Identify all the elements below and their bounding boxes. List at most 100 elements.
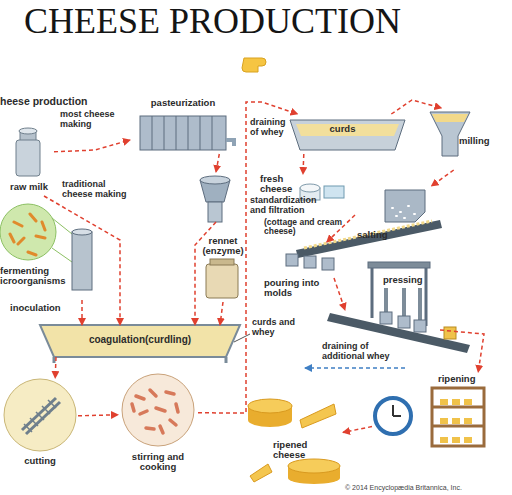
stage-label: milling (459, 136, 505, 146)
leader-line (234, 334, 250, 342)
stage-label: coagulation(curdling) (40, 335, 240, 346)
process-stage: coagulation(curdling) (40, 325, 240, 357)
edge-label: most cheese making (60, 110, 130, 129)
stage-label: fresh cheese (260, 174, 300, 195)
mill-hopper (430, 112, 470, 156)
process-arrow (220, 302, 223, 325)
process-arrow (334, 278, 345, 310)
vat (40, 325, 240, 357)
microbes (10, 214, 45, 255)
cheese-piece (250, 464, 272, 482)
process-stage: salting (355, 186, 445, 244)
pointing-hand (242, 58, 266, 72)
process-stage: milling (425, 108, 507, 170)
cheese-tub-lid (300, 184, 320, 192)
process-stage: pressing (345, 262, 440, 342)
process-arrow (81, 300, 83, 325)
process-stage: ripened cheese (243, 398, 343, 484)
process-stage: pasteurization (130, 98, 235, 154)
stirring-circle (122, 374, 194, 446)
process-arrow (54, 140, 130, 152)
note-label: © 2014 Encyclopædia Britannica, Inc. (345, 484, 510, 492)
curds (132, 390, 178, 433)
cheese-wheel-bottom (288, 472, 340, 484)
rennet-jar (206, 264, 238, 298)
stage-label: pasteurization (138, 98, 228, 108)
aging-cheeses (440, 402, 472, 440)
process-arrow (432, 170, 454, 186)
note-label: draining of additional whey (322, 342, 406, 361)
process-arrow (216, 154, 219, 172)
centrifuge-base (208, 202, 222, 222)
process-arrow (198, 102, 298, 413)
mold (322, 258, 334, 270)
edge-label: draining of whey (250, 118, 290, 137)
pressed-cheese (444, 327, 456, 339)
press-beam (368, 262, 430, 268)
salter (385, 190, 425, 222)
pasteurizer (140, 116, 226, 150)
shelf-frame (432, 388, 484, 446)
title: CHEESE PRODUCTION (24, 2, 494, 42)
process-stage: stirring and cooking (118, 372, 198, 474)
stage-label: salting (357, 230, 407, 240)
centrifuge-top (200, 176, 230, 184)
mold (414, 320, 426, 332)
process-stage: rennet (enzyme) (200, 236, 246, 302)
mold (304, 256, 316, 268)
stage-label: raw milk (4, 182, 54, 192)
pipe (226, 140, 234, 146)
mold (380, 312, 392, 324)
cheese-wheel-top (288, 459, 340, 473)
stage-label: cutting (2, 456, 78, 466)
stage-label: standardization and filtration (250, 196, 322, 215)
process-arrow (440, 330, 484, 372)
rennet-lid (210, 259, 234, 265)
edge-label: traditional cheese making (62, 180, 134, 199)
mold (286, 254, 298, 266)
note-label: curds and whey (252, 318, 308, 337)
milk-can (16, 140, 40, 176)
clock (375, 398, 411, 434)
stage-label: fermenting icroorganisms (0, 266, 74, 287)
process-arrow (391, 100, 441, 114)
process-stage: curds (285, 114, 410, 154)
process-arrow (78, 415, 118, 416)
cream-cheese-block (324, 186, 344, 198)
cutting-circle (4, 379, 76, 451)
microbe-circle (0, 204, 56, 260)
zoom-lines (52, 218, 72, 262)
clock-hands (393, 405, 401, 416)
process-stage: fresh cheese(cottage and cream cheese) (258, 174, 348, 238)
stage-label: ripening (438, 374, 488, 384)
milk-can-lid (19, 128, 37, 134)
stage-label: ripened cheese (273, 440, 323, 461)
whey-arrow (305, 367, 405, 369)
process-stage: standardization and filtration (190, 172, 320, 222)
mold (398, 316, 410, 328)
stage-label: stirring and cooking (118, 452, 198, 473)
vat-legs (54, 357, 226, 363)
process-arrow (54, 357, 56, 378)
stage-label: pressing (383, 275, 435, 285)
process-arrow (343, 427, 372, 433)
process-stage: ripening (372, 372, 490, 450)
cheese-wheel-top (248, 399, 292, 413)
salt (392, 206, 415, 218)
stage-label: rennet (enzyme) (200, 236, 246, 257)
process-stage: fermenting icroorganisms (0, 200, 100, 300)
milled-curds (432, 114, 468, 122)
cheese-wheel-bottom (248, 413, 292, 427)
note-label: heese production (0, 96, 120, 107)
knife-wires (24, 400, 56, 432)
process-stage: cutting (2, 378, 78, 468)
process-stage: pouring into molds (262, 242, 334, 302)
cheese-wedge (300, 404, 336, 428)
stage-label: pouring into molds (264, 278, 324, 299)
pasteurizer-plates (152, 116, 212, 150)
culture-tank (72, 232, 92, 290)
